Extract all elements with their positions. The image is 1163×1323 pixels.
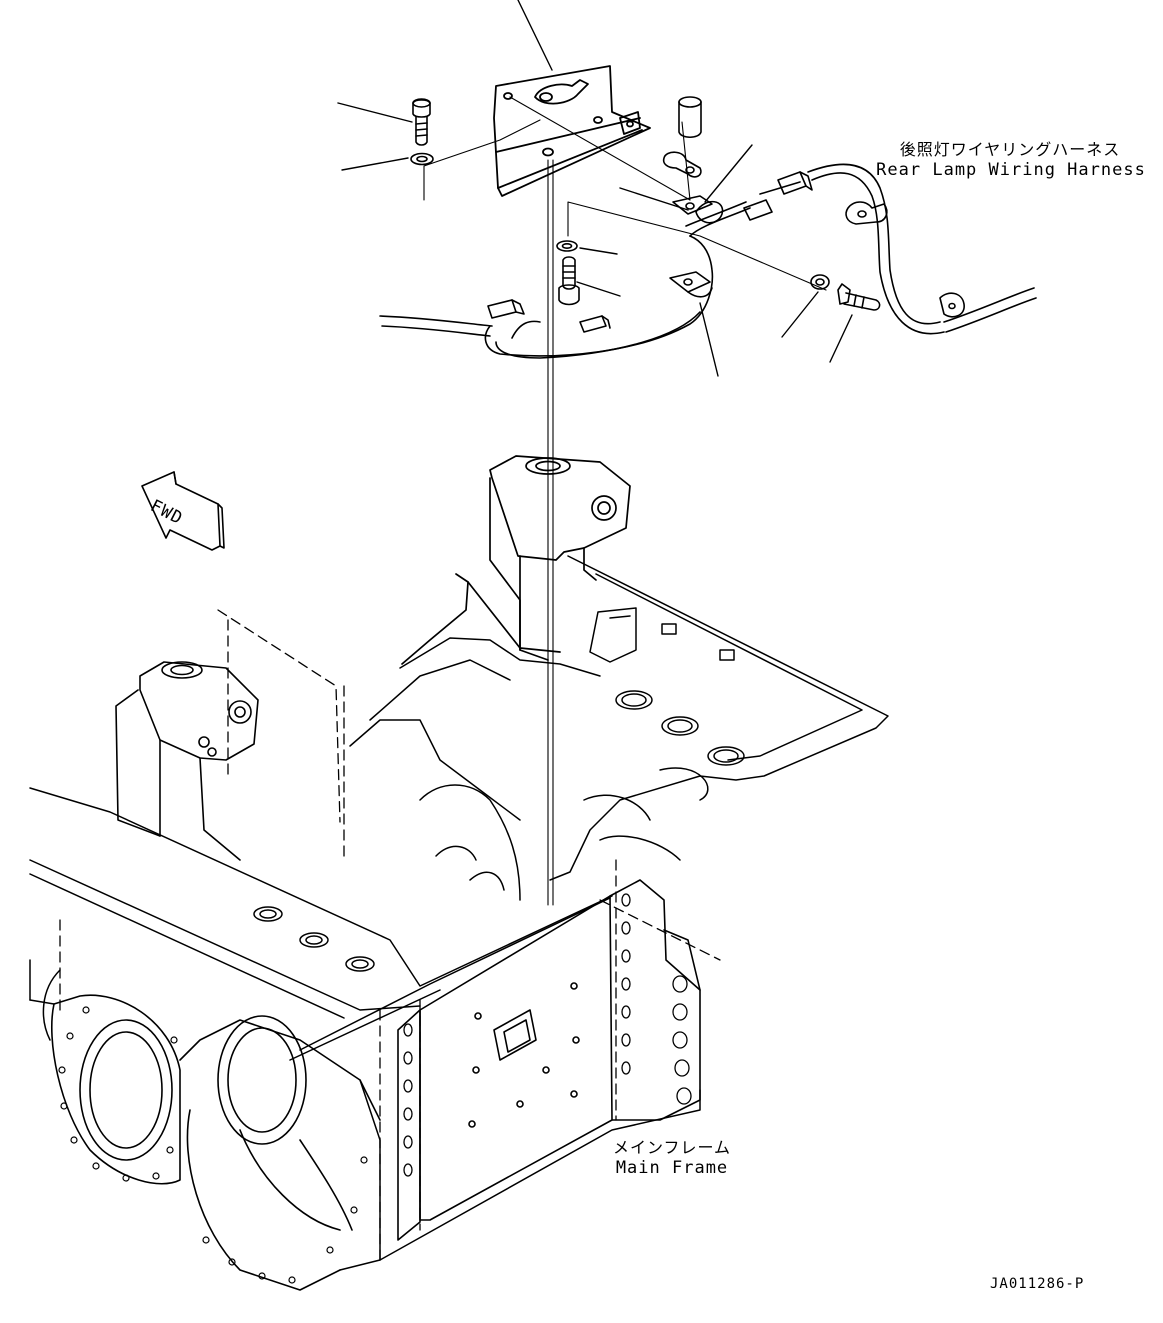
- frame-cross-member: [349, 637, 709, 901]
- clamp-upper: [662, 151, 702, 178]
- final-drive-housing-left: [51, 994, 381, 1291]
- washer-top-left: [410, 152, 434, 166]
- frame-left-rails: [29, 787, 613, 1061]
- bolt-center: [558, 256, 580, 306]
- clamp-lower: [669, 271, 713, 298]
- rear-lamp-harness-label-en: Rear Lamp Wiring Harness: [876, 160, 1146, 180]
- frame-bottom-edges: [29, 999, 701, 1271]
- rear-tower: [401, 455, 631, 665]
- assembly-guide-lines: [423, 96, 827, 906]
- spacer-collar: [678, 96, 702, 139]
- frame-right-rivet-column: [403, 893, 692, 1177]
- frame-right-side-plate: [397, 879, 701, 1241]
- fwd-arrow: [141, 471, 225, 551]
- bolt-top-left: [412, 98, 431, 146]
- frame-top-plate: [549, 555, 889, 881]
- housing-bolt-circle: [58, 1006, 368, 1284]
- main-frame-label-en: Main Frame: [615, 1158, 729, 1178]
- rear-lamp-harness-label-jp: 後照灯ワイヤリングハーネス: [899, 140, 1121, 159]
- wiring-harness: [379, 163, 1037, 359]
- left-pivot-bracket: [115, 661, 259, 861]
- bolt-right: [837, 283, 881, 311]
- washer-center: [556, 240, 578, 252]
- harness-connectors: [487, 171, 965, 333]
- main-frame-label-jp: メインフレーム: [612, 1138, 732, 1157]
- drawing-number: JA011286-P: [990, 1276, 1085, 1292]
- clamp-mid: [672, 195, 724, 224]
- leader-lines: [337, 0, 853, 377]
- washer-right: [810, 274, 830, 290]
- mounting-bracket: [493, 65, 651, 197]
